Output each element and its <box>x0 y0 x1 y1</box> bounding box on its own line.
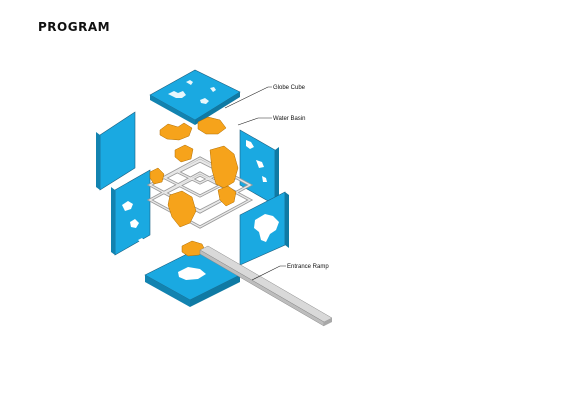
globe-core <box>149 116 239 257</box>
water-basin-label: Water Basin <box>273 116 305 122</box>
right-lower-panel <box>239 191 289 266</box>
entrance-ramp <box>199 245 333 327</box>
page-title: PROGRAM <box>38 20 111 34</box>
callout-lines <box>224 86 286 281</box>
lower-left-panel <box>111 169 151 256</box>
right-upper-panel <box>239 129 279 206</box>
top-panel <box>149 69 241 125</box>
left-panel <box>96 111 136 191</box>
globe-cube-label: Globe Cube <box>273 85 306 91</box>
entrance-ramp-label: Entrance Ramp <box>287 264 329 270</box>
